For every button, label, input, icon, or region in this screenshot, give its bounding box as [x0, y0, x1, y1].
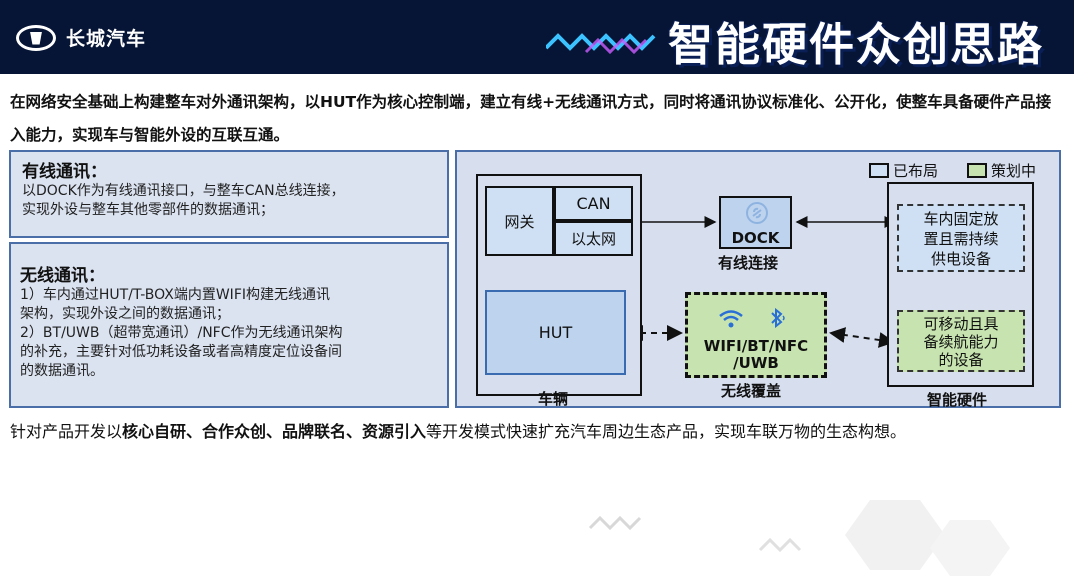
vehicle-caption: 车辆: [538, 390, 569, 408]
legend-planning-label: 策划中: [991, 162, 1037, 180]
wireless-line: WIFI/BT/NFC: [703, 337, 809, 355]
wireless-line: /UWB: [733, 354, 779, 372]
wireless-protocols: WIFI/BT/NFC /UWB: [688, 338, 824, 372]
wireless-box: WIFI/BT/NFC /UWB: [685, 292, 827, 378]
brand-name: 长城汽车: [66, 28, 147, 50]
can-box: CAN: [554, 186, 633, 221]
legend-deployed-label: 已布局: [893, 162, 939, 180]
footer-text-pre: 针对产品开发以: [10, 422, 123, 441]
mobile-device-line: 可移动且具: [923, 315, 999, 333]
fixed-device-box: 车内固定放 置且需持续 供电设备: [897, 204, 1025, 272]
background-decoration-icon: [588, 500, 1010, 576]
link-icon: [746, 202, 768, 224]
header-bar: 长城汽车 智能硬件众创思路: [0, 0, 1074, 74]
dock-box: DOCK: [719, 196, 792, 249]
fixed-device-line: 车内固定放: [923, 210, 999, 228]
wireless-line: 的数据通讯。: [20, 363, 104, 379]
wifi-icon: [719, 310, 743, 328]
brand-logo: 长城汽车: [16, 24, 146, 51]
wireless-line: 架构，实现外设之间的数据通讯；: [20, 306, 230, 322]
mobile-device-line: 的设备: [938, 351, 984, 369]
legend-swatch-green: [967, 163, 987, 178]
mobile-device-line: 备续航能力: [923, 333, 999, 351]
zigzag-decoration-icon: [546, 33, 656, 55]
wireless-communication-box: 无线通讯： 1）车内通过HUT/T-BOX端内置WIFI构建无线通讯 架构，实现…: [9, 242, 449, 408]
hardware-caption: 智能硬件: [927, 391, 988, 409]
architecture-diagram: 已布局 策划中 网关 CAN 以太网 HUT 车辆: [455, 150, 1061, 409]
wired-communication-box: 有线通讯： 以DOCK作为有线通讯接口，与整车CAN总线连接， 实现外设与整车其…: [9, 150, 449, 238]
wireless-title: 无线通讯：: [20, 266, 105, 286]
legend-planning: 策划中: [967, 160, 1036, 181]
footer-paragraph: 针对产品开发以核心自研、合作众创、品牌联名、资源引入等开发模式快速扩充汽车周边生…: [10, 422, 1050, 442]
wired-line: 实现外设与整车其他零部件的数据通讯；: [22, 202, 274, 218]
wired-title: 有线通讯：: [22, 162, 107, 182]
slide-title: 智能硬件众创思路: [667, 18, 1044, 71]
wireless-line: 1）车内通过HUT/T-BOX端内置WIFI构建无线通讯: [20, 287, 330, 303]
great-wall-logo-icon: [16, 24, 56, 51]
bluetooth-icon: [771, 307, 785, 329]
intro-paragraph: 在网络安全基础上构建整车对外通讯架构，以HUT作为核心控制端，建立有线+无线通讯…: [10, 93, 1052, 144]
footer-text-bold: 核心自研、合作众创、品牌联名、资源引入: [122, 422, 427, 441]
gateway-box: 网关: [485, 186, 554, 256]
fixed-device-line: 供电设备: [930, 250, 991, 268]
wired-line: 以DOCK作为有线通讯接口，与整车CAN总线连接，: [22, 183, 345, 199]
dock-label: DOCK: [731, 229, 780, 247]
hut-box: HUT: [485, 290, 626, 375]
wireless-line: 2）BT/UWB（超带宽通讯）/NFC作为无线通讯架构: [20, 325, 343, 341]
legend-swatch-blue: [869, 163, 889, 178]
mobile-device-box: 可移动且具 备续航能力 的设备: [897, 310, 1025, 372]
wireless-line: 的补充，主要针对低功耗设备或者高精度定位设备间: [20, 344, 342, 360]
wireless-caption: 无线覆盖: [721, 382, 782, 400]
dock-caption: 有线连接: [718, 254, 779, 272]
ethernet-box: 以太网: [554, 221, 633, 256]
fixed-device-line: 置且需持续: [923, 230, 999, 248]
legend-deployed: 已布局: [869, 160, 938, 181]
footer-text-post: 等开发模式快速扩充汽车周边生态产品，实现车联万物的生态构想。: [426, 422, 907, 441]
